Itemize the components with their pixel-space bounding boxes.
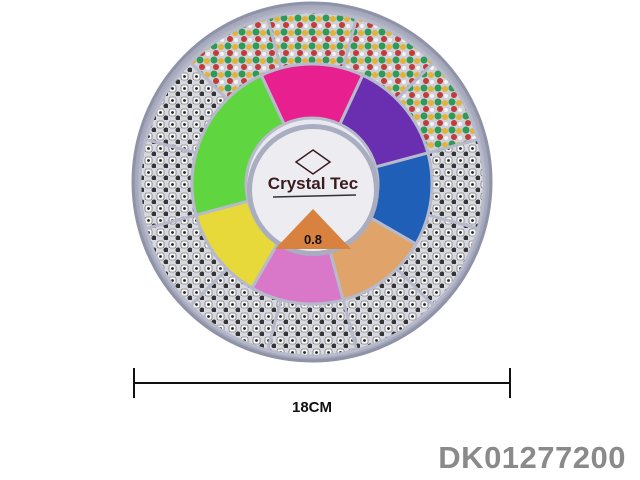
dimension-label: 18CM — [292, 399, 333, 416]
brand-label: Crystal Tec — [267, 174, 359, 193]
logo-icon — [294, 149, 332, 175]
cord-size-label: 0.8 — [303, 232, 323, 247]
bead-compartment — [265, 10, 359, 70]
size-triangle — [275, 209, 351, 249]
center-spool-label — [252, 129, 374, 251]
band-compartment-green — [190, 73, 287, 217]
bead-organizer-case — [131, 1, 493, 363]
product-code: DK01277200 — [438, 440, 626, 475]
bead-compartment — [138, 137, 198, 231]
bead-compartment — [265, 298, 359, 358]
dimension-line — [133, 368, 511, 398]
bead-compartment — [426, 137, 486, 231]
